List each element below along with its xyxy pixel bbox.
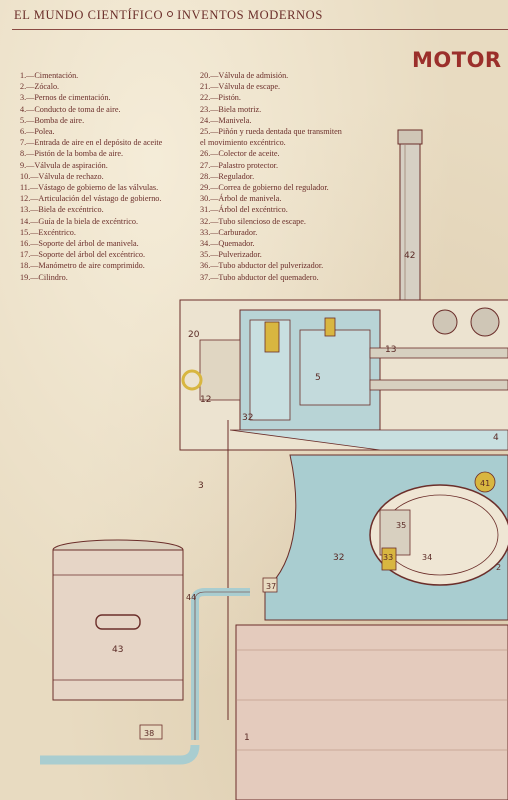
legend-entry: 19.—Cilindro. [20,272,68,282]
callout-label: 4 [493,433,499,443]
callout-label: 42 [404,251,415,261]
legend-entry: 8.—Pistón de la bomba de aire. [20,149,124,159]
legend-entry: 11.—Vástago de gobierno de las válvulas. [20,183,159,193]
legend-entry: 14.—Guía de la biela de excéntrico. [20,216,138,226]
legend-entry: 1.—Cimentación. [20,71,79,80]
legend-entry: 5.—Bomba de aire. [20,115,85,125]
supply-pipes: 44 38 [40,588,250,765]
callout-label: 33 [383,553,393,562]
callout-label: 32 [242,413,253,423]
legend-entry: 3.—Pernos de cimentación. [20,93,111,103]
legend-entry: 21.—Válvula de escape. [200,82,281,92]
legend-entry: 7.—Entrada de aire en el depósito de ace… [20,138,163,148]
legend-entry: 20.—Válvula de admisión. [200,71,289,80]
legend-entry: 34.—Quemador. [200,239,255,249]
legend-entry: 2.—Zócalo. [20,82,60,92]
fuel-tank: 43 [52,539,184,701]
header-rule [12,29,508,30]
callout-label: 5 [315,373,321,383]
legend-entry: 29.—Correa de gobierno del regulador. [200,183,329,193]
legend-entry: 25.—Piñón y rueda dentada que transmiten [200,127,342,137]
publication-name: EL MUNDO CIENTÍFICO [14,8,164,22]
callout-label: 44 [186,593,196,602]
legend-entry: 16.—Soporte del árbol de manivela. [20,239,139,249]
legend-entry: el movimiento excéntrico. [200,138,286,148]
callout-label: 35 [396,521,406,530]
legend-entry: 18.—Manómetro de aire comprimido. [20,261,145,271]
legend-entry: 10.—Válvula de rechazo. [20,171,104,181]
legend-entry: 24.—Manivela. [200,115,252,125]
callout-label: 2 [496,563,501,572]
legend-left-column: 1.—Cimentación. 2.—Zócalo.3.—Pernos de ci… [20,70,162,283]
callout-label: 32 [333,553,344,563]
foundation-block: 37 1 [235,577,508,800]
legend-entry: 17.—Soporte del árbol del excéntrico. [20,250,146,260]
legend-entry: 9.—Válvula de aspiración. [20,160,108,170]
legend-right-column: 20.—Válvula de admisión. 21.—Válvula de e… [200,70,342,283]
callout-label: 3 [198,481,204,491]
legend-entry: 12.—Articulación del vástago de gobierno… [20,194,162,204]
legend-entry: 33.—Carburador. [200,227,258,237]
legend-entry: 30.—Árbol de manivela. [200,194,282,204]
callout-label: 13 [385,345,396,355]
legend-entry: 6.—Polea. [20,127,55,137]
page-header: EL MUNDO CIENTÍFICO INVENTOS MODERNOS [14,8,323,23]
callout-label: 38 [144,729,154,738]
legend-entry: 13.—Biela de excéntrico. [20,205,104,215]
engine-bed: 4 41 35 33 34 32 2 [229,429,508,621]
section-name: INVENTOS MODERNOS [177,8,323,22]
legend-entry: 36.—Tubo abductor del pulverizador. [200,261,324,271]
callout-label: 41 [480,479,490,488]
legend-entry: 31.—Árbol del excéntrico. [200,205,288,215]
legend-entry: 4.—Conducto de toma de aire. [20,104,121,114]
exhaust-pipe: 42 [397,129,423,311]
legend-entry: 35.—Pulverizador. [200,250,262,260]
plate-title: MOTOR [412,48,502,72]
legend-entry: 22.—Pistón. [200,93,241,103]
legend-entry: 32.—Tubo silencioso de escape. [200,216,306,226]
callout-label: 1 [244,733,250,743]
separator-dot-icon [167,11,174,17]
legend-entry: 27.—Palastro protector. [200,160,278,170]
callout-label: 34 [422,553,432,562]
callout-label: 12 [200,395,211,405]
support-rod: 3 [198,420,229,720]
legend-entry: 37.—Tubo abductor del quemadero. [200,272,319,282]
callout-label: 20 [188,330,200,340]
callout-label: 37 [266,582,276,591]
legend-entry: 26.—Colector de aceite. [200,149,280,159]
legend-entry: 23.—Biela motriz. [200,104,262,114]
legend-entry: 28.—Regulador. [200,171,255,181]
cylinder-frame: 20 12 13 5 32 [179,299,508,451]
legend-entry: 15.—Excéntrico. [20,227,76,237]
callout-label: 43 [112,645,123,655]
